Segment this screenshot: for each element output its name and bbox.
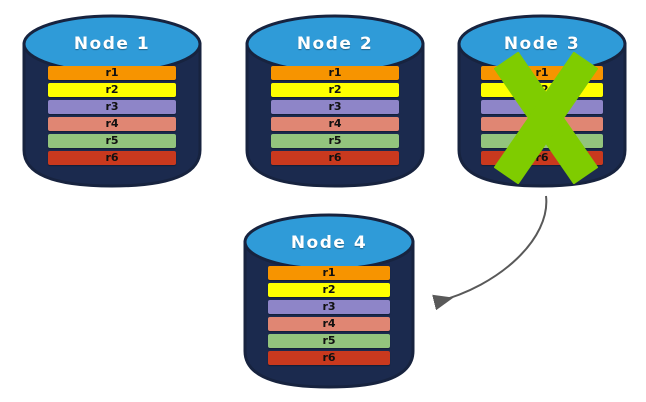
row-label: r3 [535,100,549,113]
row-label: r4 [328,117,342,130]
node-cylinder-3[interactable]: Node 3 r1 r2 r3 r4 r5 r6 [457,10,627,188]
row-r2[interactable]: r2 [268,283,390,297]
row-r4[interactable]: r4 [481,117,603,131]
row-r6[interactable]: r6 [268,351,390,365]
row-r1[interactable]: r1 [271,66,399,80]
row-label: r2 [105,83,119,96]
row-label: r6 [105,151,119,164]
row-label: r2 [535,83,549,96]
row-label: r4 [535,117,549,130]
row-r2[interactable]: r2 [481,83,603,97]
row-r6[interactable]: r6 [48,151,176,165]
row-r1[interactable]: r1 [481,66,603,80]
row-r2[interactable]: r2 [48,83,176,97]
node-cylinder-4[interactable]: Node 4 r1 r2 r3 r4 r5 r6 [243,209,415,389]
row-label: r5 [328,134,342,147]
row-r4[interactable]: r4 [48,117,176,131]
row-r2[interactable]: r2 [271,83,399,97]
row-list: r1 r2 r3 r4 r5 r6 [22,66,202,168]
node-cylinder-2[interactable]: Node 2 r1 r2 r3 r4 r5 r6 [245,10,425,188]
row-label: r3 [105,100,119,113]
row-list: r1 r2 r3 r4 r5 r6 [243,266,415,368]
row-list: r1 r2 r3 r4 r5 r6 [457,66,627,168]
row-r6[interactable]: r6 [271,151,399,165]
row-r5[interactable]: r5 [48,134,176,148]
row-list: r1 r2 r3 r4 r5 r6 [245,66,425,168]
row-r3[interactable]: r3 [271,100,399,114]
row-r4[interactable]: r4 [271,117,399,131]
row-r5[interactable]: r5 [481,134,603,148]
arrow-path [432,195,548,311]
row-r5[interactable]: r5 [271,134,399,148]
row-label: r1 [328,66,342,79]
row-label: r6 [322,351,336,364]
row-r3[interactable]: r3 [268,300,390,314]
row-label: r3 [322,300,336,313]
row-label: r3 [328,100,342,113]
row-label: r1 [322,266,336,279]
row-r5[interactable]: r5 [268,334,390,348]
row-r6[interactable]: r6 [481,151,603,165]
row-label: r4 [322,317,336,330]
row-label: r2 [328,83,342,96]
row-r1[interactable]: r1 [268,266,390,280]
row-r4[interactable]: r4 [268,317,390,331]
row-label: r5 [535,134,549,147]
row-r1[interactable]: r1 [48,66,176,80]
row-label: r1 [535,66,549,79]
row-label: r6 [535,151,549,164]
row-label: r1 [105,66,119,79]
row-label: r5 [322,334,336,347]
row-label: r5 [105,134,119,147]
row-label: r2 [322,283,336,296]
row-r3[interactable]: r3 [481,100,603,114]
row-r3[interactable]: r3 [48,100,176,114]
node-cylinder-1[interactable]: Node 1 r1 r2 r3 r4 r5 r6 [22,10,202,188]
row-label: r4 [105,117,119,130]
row-label: r6 [328,151,342,164]
